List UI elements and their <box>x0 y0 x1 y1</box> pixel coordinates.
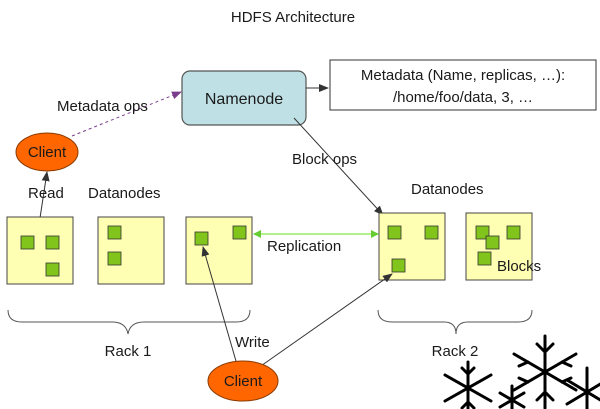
rack2-label: Rack 2 <box>432 343 479 360</box>
block <box>477 251 492 266</box>
client-top-label: Client <box>28 144 67 161</box>
block <box>20 235 35 250</box>
write-arrow <box>201 246 239 369</box>
datanode-rack1-2 <box>97 216 165 285</box>
client-to-rack2-arrow <box>257 273 393 369</box>
datanode-rack1-3 <box>185 216 253 285</box>
datanodes-left-label: Datanodes <box>88 185 161 202</box>
metadata-ops-label: Metadata ops <box>57 98 148 115</box>
client-bottom[interactable] <box>207 360 279 402</box>
block-ops-label: Block ops <box>292 151 357 168</box>
block <box>424 225 439 240</box>
metadata-line-2: /home/foo/data, 3, … <box>393 89 533 106</box>
namenode-label: Namenode <box>205 91 283 108</box>
block <box>107 225 122 240</box>
block <box>45 235 60 250</box>
block <box>506 225 521 240</box>
block <box>387 225 402 240</box>
write-label: Write <box>235 334 270 351</box>
rack2-brace <box>377 309 533 335</box>
block <box>391 258 406 273</box>
datanode-rack1-1 <box>6 216 74 285</box>
block-ops-arrow <box>293 117 384 216</box>
block <box>107 251 122 266</box>
read-label: Read <box>28 185 64 202</box>
rack1-label: Rack 1 <box>105 343 152 360</box>
replication-label: Replication <box>267 238 341 255</box>
blocks-label: Blocks <box>497 258 541 275</box>
namenode-box <box>181 70 307 126</box>
metadata-box <box>329 59 597 111</box>
client-top[interactable] <box>15 132 79 172</box>
block <box>194 231 209 246</box>
rack1-brace <box>7 309 251 335</box>
client-bottom-label: Client <box>224 373 263 390</box>
datanode-rack2-1 <box>378 212 446 281</box>
read-arrow <box>39 171 50 219</box>
datanode-rack2-2 <box>465 212 533 281</box>
diagram-title: HDFS Architecture <box>231 9 355 26</box>
metadata-ops-arrow <box>71 91 182 137</box>
datanodes-right-label: Datanodes <box>411 181 484 198</box>
block <box>232 225 247 240</box>
metadata-line-1: Metadata (Name, replicas, …): <box>361 67 565 84</box>
snowflake-decoration <box>443 334 600 409</box>
block <box>45 262 60 277</box>
block <box>485 235 500 250</box>
